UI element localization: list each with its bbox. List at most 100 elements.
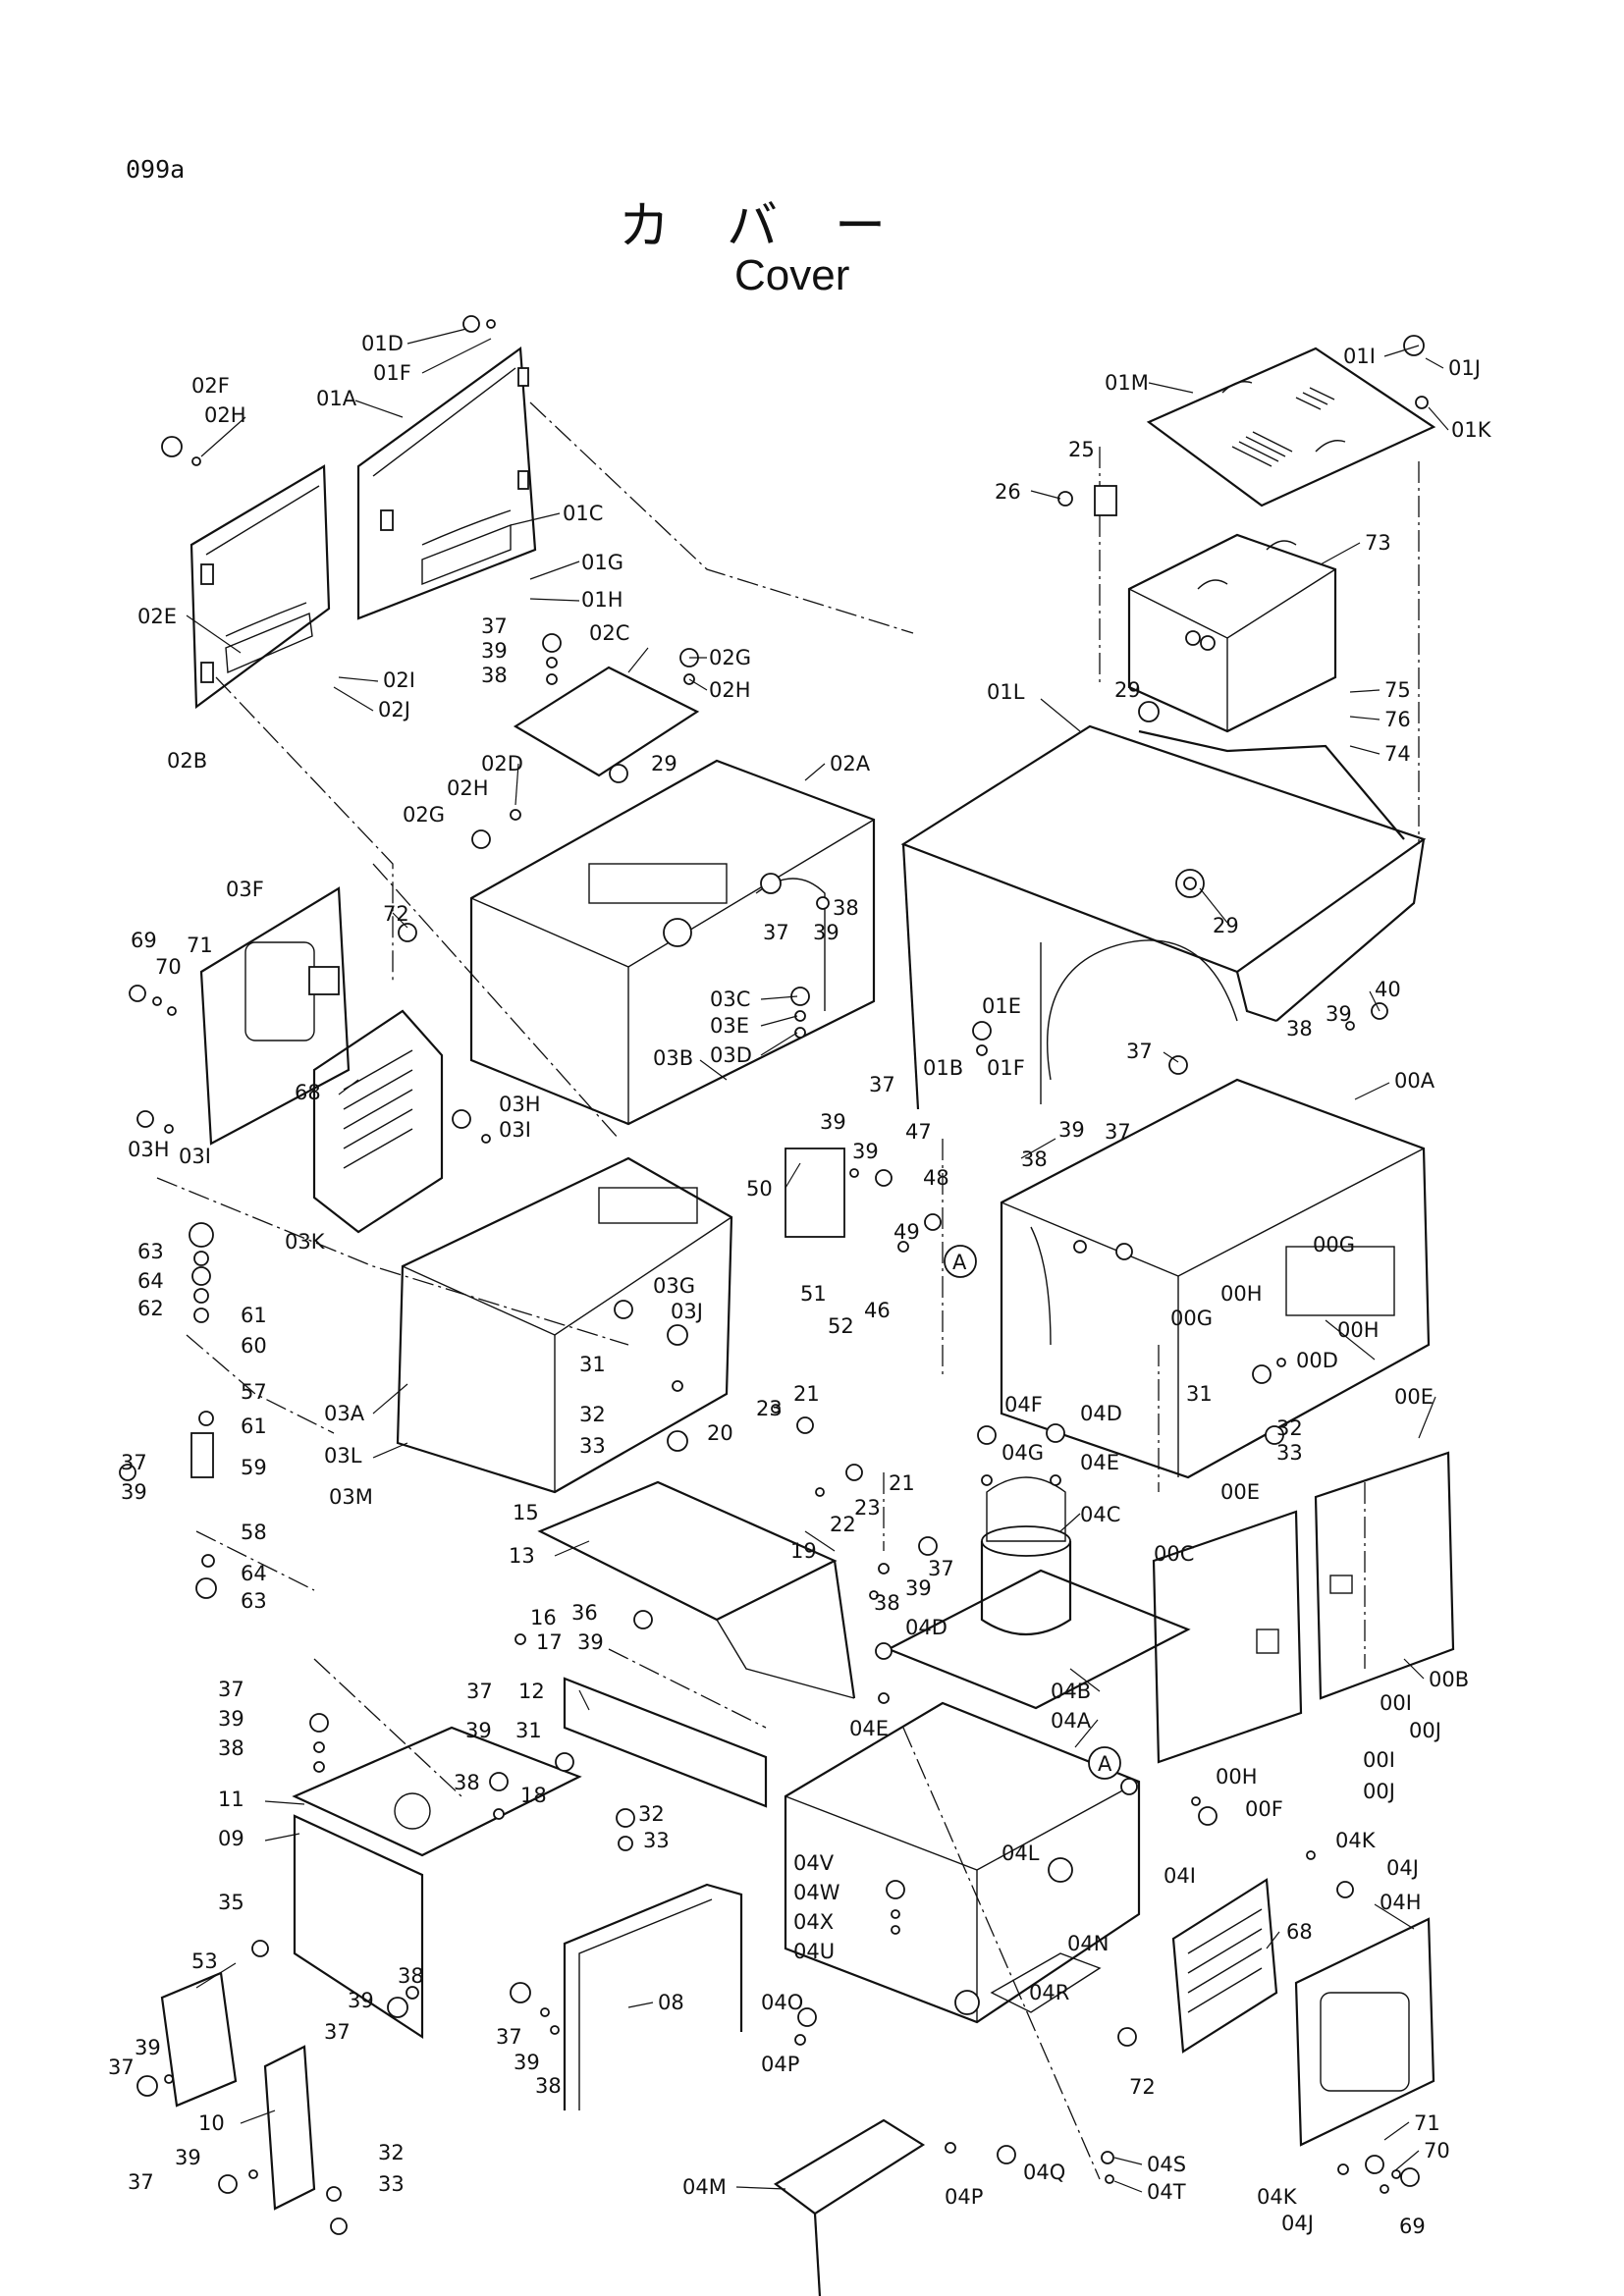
grille-68-left [312,1009,444,1234]
callout-39-i: 39 [577,1630,604,1654]
callout-76: 76 [1384,708,1411,731]
callout-04b: 04B [1051,1680,1091,1703]
callout-39-l: 39 [348,1989,374,2012]
callout-37-i: 37 [466,1680,493,1703]
callout-47: 47 [905,1120,932,1144]
callout-04j-b: 04J [1281,2212,1314,2235]
callout-01m: 01M [1105,371,1149,395]
callout-02j: 02J [378,698,410,721]
callout-12: 12 [518,1680,545,1703]
callout-03h-b: 03H [128,1138,170,1161]
reference-markers [944,1245,1121,1780]
plate-53 [160,1971,238,2108]
callout-19: 19 [790,1539,817,1563]
callout-37-a: 37 [481,614,508,638]
callout-68-b: 68 [1286,1920,1313,1944]
plate-04h [1294,1917,1435,2147]
plate-10 [263,2045,316,2211]
callout-38-i: 38 [535,2074,562,2098]
callout-60: 60 [241,1334,267,1358]
callout-72-a: 72 [383,902,409,926]
callout-33-c: 33 [643,1829,670,1852]
callout-70-a: 70 [155,955,182,979]
callout-29-top: 29 [1114,678,1141,702]
callout-00f: 00F [1245,1797,1283,1821]
callout-58: 58 [241,1521,267,1544]
callout-01g: 01G [581,551,623,574]
callout-01i: 01I [1343,345,1376,368]
callout-01e: 01E [982,994,1021,1018]
callout-32-c: 32 [638,1802,665,1826]
callout-32-d: 32 [378,2141,405,2164]
callout-52: 52 [828,1314,854,1338]
callout-03b: 03B [653,1046,693,1070]
callout-01f-b: 01F [987,1056,1025,1080]
callout-33-b: 33 [1276,1441,1303,1465]
callout-02i: 02I [383,668,415,692]
callout-02h-c: 02H [447,776,489,800]
callout-29-frame: 29 [1213,914,1239,937]
callout-04a: 04A [1051,1709,1092,1733]
callout-20: 20 [707,1421,733,1445]
cover-03a [396,1156,733,1494]
callout-02g-b: 02G [403,803,445,827]
callout-03l: 03L [324,1444,362,1468]
callout-63-b: 63 [241,1589,267,1613]
callout-32-b: 32 [1276,1416,1303,1440]
guard-04m [774,2118,926,2296]
callout-02h: 02H [204,403,246,427]
callout-38-b: 38 [833,896,859,920]
callout-25: 25 [1068,438,1095,461]
callout-69-a: 69 [131,929,157,952]
callout-39-m: 39 [514,2051,540,2074]
callout-53: 53 [191,1949,218,1973]
callout-21-a: 21 [793,1382,820,1406]
reference-marker-a-upper [944,1245,977,1278]
callout-03c: 03C [710,988,750,1011]
callout-39-g: 39 [121,1480,147,1504]
callout-01j: 01J [1448,356,1481,380]
callout-31-a: 31 [579,1353,606,1376]
callout-61-b: 61 [241,1415,267,1438]
grille-68-right [1171,1878,1278,2054]
callout-39-f: 39 [1058,1118,1085,1142]
callout-00j-a: 00J [1409,1719,1441,1742]
callout-40: 40 [1375,978,1401,1001]
callout-00c: 00C [1154,1542,1194,1566]
callout-71-b: 71 [1414,2111,1440,2135]
callout-00h-c: 00H [1216,1765,1258,1789]
callout-73: 73 [1365,531,1391,555]
cover-02a [469,759,876,1126]
callout-37-m: 37 [128,2170,154,2194]
callout-46: 46 [864,1299,891,1322]
callout-39-d: 39 [820,1110,846,1134]
callout-04k-a: 04K [1335,1829,1377,1852]
callout-10: 10 [198,2111,225,2135]
callout-01a: 01A [316,387,357,410]
callout-00d: 00D [1296,1349,1338,1372]
callout-00i-b: 00I [1363,1748,1395,1772]
callout-00e-a: 00E [1394,1385,1434,1409]
callout-02c: 02C [589,621,629,645]
callout-37-f: 37 [121,1451,147,1474]
callout-23-a: 23 [756,1397,783,1420]
callout-02e: 02E [137,605,177,628]
door-00c [1152,1510,1303,1764]
housing-04c [980,1476,1072,1635]
callout-04i: 04I [1164,1864,1196,1888]
callout-04j-a: 04J [1386,1856,1419,1880]
callout-74: 74 [1384,742,1411,766]
page-number: 099a [126,155,186,184]
callout-03j: 03J [671,1300,703,1323]
callout-04t: 04T [1147,2180,1186,2204]
callout-37-l: 37 [108,2056,135,2079]
box-73 [1127,533,1337,733]
callout-04e-a: 04E [1080,1451,1119,1474]
callout-02a: 02A [830,752,871,775]
callout-23-b: 23 [854,1496,881,1520]
callout-68-a: 68 [295,1081,321,1104]
callout-00j-b: 00J [1363,1780,1395,1803]
callout-39-a: 39 [481,639,508,663]
